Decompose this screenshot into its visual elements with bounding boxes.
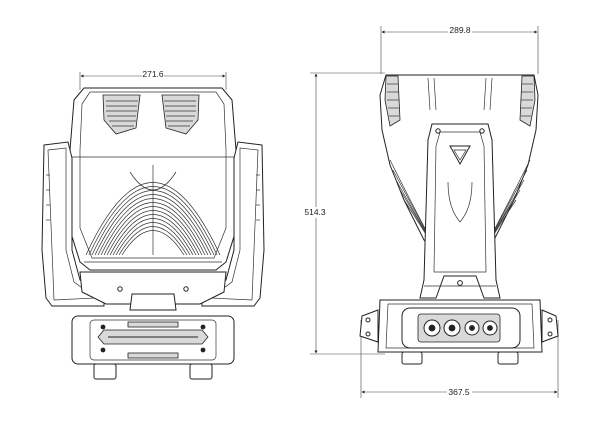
side-handle-left xyxy=(359,309,379,343)
side-vent-left xyxy=(384,75,401,127)
front-view: 271.6 xyxy=(41,69,265,380)
front-head xyxy=(69,87,237,271)
side-yoke xyxy=(419,123,501,299)
side-top-width-label: 289.8 xyxy=(449,25,471,35)
front-cooling-fins xyxy=(85,165,221,256)
side-height-dimension: 514.3 xyxy=(300,72,385,355)
front-yoke xyxy=(41,141,265,311)
side-handle-right xyxy=(541,309,559,343)
side-logo xyxy=(449,145,471,166)
front-width-label: 271.6 xyxy=(142,69,164,79)
side-vent-right xyxy=(519,75,536,127)
front-width-dimension: 271.6 xyxy=(79,69,227,90)
front-vent-right xyxy=(161,94,200,135)
side-base-width-label: 367.5 xyxy=(448,387,470,397)
side-base xyxy=(359,299,559,365)
side-view: 289.8 514.3 367.5 xyxy=(300,25,559,398)
front-vent-left xyxy=(102,94,141,135)
front-base xyxy=(71,315,235,380)
connectors xyxy=(423,319,498,337)
side-top-width-dimension: 289.8 xyxy=(380,25,539,74)
side-height-label: 514.3 xyxy=(304,207,326,217)
